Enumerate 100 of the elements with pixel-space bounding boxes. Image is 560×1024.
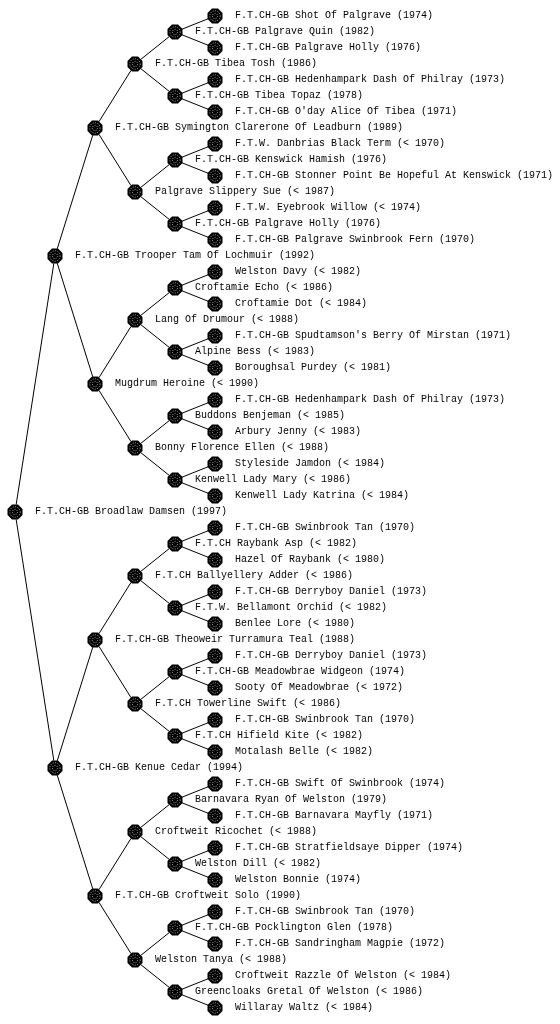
connector-line <box>140 324 170 348</box>
connector-line <box>98 581 132 635</box>
connector-line <box>181 226 209 238</box>
name-label: F.T.CH-GB Tibea Tosh (1986) <box>155 58 318 70</box>
connector-line <box>140 804 170 828</box>
name-label: F.T.CH-GB Stratfieldsaye Dipper (1974) <box>235 842 464 854</box>
name-label: Croftamie Dot (< 1984) <box>235 298 368 310</box>
connector-line <box>181 274 209 286</box>
name-label: Lang Of Drumour (< 1988) <box>155 314 300 326</box>
name-label: F.T.CH Towerline Swift (< 1986) <box>155 698 342 710</box>
connector-line <box>56 262 94 378</box>
name-label: F.T.CH Hifield Kite (< 1982) <box>195 730 364 742</box>
name-label: F.T.CH Ballyellery Adder (< 1986) <box>155 570 354 582</box>
connector-line <box>98 325 132 379</box>
connector-line <box>140 548 170 572</box>
name-label: F.T.CH-GB Shot Of Palgrave (1974) <box>235 10 434 22</box>
name-label: Buddons Benjeman (< 1985) <box>195 410 346 422</box>
name-label: Croftweit Ricochet (< 1988) <box>155 826 318 838</box>
name-label: F.T.CH-GB Meadowbrae Widgeon (1974) <box>195 666 406 678</box>
connector-line <box>181 930 209 942</box>
name-label: Willaray Waltz (< 1984) <box>235 1002 374 1014</box>
connector-line <box>181 738 209 750</box>
connector-line <box>98 389 132 443</box>
connector-line <box>181 290 209 302</box>
name-label: F.T.CH-GB O'day Alice Of Tibea (1971) <box>235 106 458 118</box>
connector-line <box>181 530 209 542</box>
name-label: Sooty Of Meadowbrae (< 1972) <box>235 682 404 694</box>
name-label: F.T.CH-GB Derryboy Daniel (1973) <box>235 650 428 662</box>
name-label: F.T.CH-GB Tibea Topaz (1978) <box>195 90 364 102</box>
connector-line <box>140 36 170 60</box>
name-label: F.T.CH-GB Symington Clarerone Of Leadburn (1989) <box>115 122 404 134</box>
name-label: Barnavara Ryan Of Welston (1979) <box>195 794 388 806</box>
name-label: F.T.CH-GB Pocklington Glen (1978) <box>195 922 394 934</box>
name-label: Bonny Florence Ellen (< 1988) <box>155 442 330 454</box>
connector-line <box>181 210 209 222</box>
name-label: F.T.W. Danbrias Black Term (< 1970) <box>235 138 446 150</box>
connector-line <box>98 645 132 699</box>
connector-line <box>98 901 132 955</box>
connector-line <box>140 836 170 860</box>
connector-line <box>140 292 170 316</box>
connector-line <box>181 162 209 174</box>
connector-line <box>140 452 170 476</box>
connector-line <box>181 722 209 734</box>
name-label: F.T.CH-GB Swift Of Swinbrook (1974) <box>235 778 446 790</box>
name-label: F.T.CH-GB Swinbrook Tan (1970) <box>235 522 416 534</box>
name-label: Croftweit Razzle Of Welston (< 1984) <box>235 970 452 982</box>
name-label: Palgrave Slippery Sue (< 1987) <box>155 186 336 198</box>
connector-line <box>181 658 209 670</box>
connector-line <box>181 338 209 350</box>
name-label: Greencloaks Gretal Of Welston (< 1986) <box>195 986 424 998</box>
name-label: F.T.CH-GB Palgrave Swinbrook Fern (1970) <box>235 234 476 246</box>
connector-line <box>181 98 209 110</box>
connector-line <box>181 786 209 798</box>
name-label: F.T.CH Raybank Asp (< 1982) <box>195 538 358 550</box>
name-label: F.T.CH-GB Hedenhampark Dash Of Philray (1973) <box>235 74 506 86</box>
connector-line <box>15 518 55 762</box>
name-label: F.T.CH-GB Stonner Point Be Hopeful At Kenswick (1971) <box>235 170 554 182</box>
connector-line <box>181 802 209 814</box>
name-label: F.T.CH-GB Sandringham Magpie (1972) <box>235 938 446 950</box>
connector-line <box>56 774 94 890</box>
connector-line <box>181 914 209 926</box>
connector-line <box>181 850 209 862</box>
name-label: Mugdrum Heroine (< 1990) <box>115 378 260 390</box>
name-label: F.T.CH-GB Hedenhampark Dash Of Philray (1973) <box>235 394 506 406</box>
connector-line <box>181 994 209 1006</box>
connector-line <box>181 674 209 686</box>
connector-line <box>181 978 209 990</box>
name-label: F.T.W. Bellamont Orchid (< 1982) <box>195 602 388 614</box>
connector-line <box>140 420 170 444</box>
name-label: Welston Bonnie (1974) <box>235 874 362 886</box>
connector-line <box>181 610 209 622</box>
connector-line <box>181 418 209 430</box>
connector-line <box>181 82 209 94</box>
name-label: Styleside Jamdon (< 1984) <box>235 458 386 470</box>
name-label: F.T.CH-GB Swinbrook Tan (1970) <box>235 906 416 918</box>
name-label: Croftamie Echo (< 1986) <box>195 282 334 294</box>
connector-line <box>181 546 209 558</box>
connector-line <box>98 133 132 187</box>
name-label: F.T.CH-GB Broadlaw Damsen (1997) <box>35 506 228 518</box>
connector-line <box>56 646 94 762</box>
connector-line <box>181 466 209 478</box>
name-label: F.T.CH-GB Derryboy Daniel (1973) <box>235 586 428 598</box>
name-label: Welston Dill (< 1982) <box>195 858 322 870</box>
name-label: Boroughsal Purdey (< 1981) <box>235 362 392 374</box>
name-label: F.T.CH-GB Theoweir Turramura Teal (1988) <box>115 634 356 646</box>
name-label: F.T.CH-GB Palgrave Holly (1976) <box>195 218 382 230</box>
name-label: Kenwell Lady Katrina (< 1984) <box>235 490 410 502</box>
connector-line <box>181 34 209 46</box>
connector-line <box>181 402 209 414</box>
name-label: Alpine Bess (< 1983) <box>195 346 316 358</box>
name-label: F.T.CH-GB Trooper Tam Of Lochmuir (1992) <box>75 250 316 262</box>
connector-line <box>181 146 209 158</box>
connector-line <box>140 676 170 700</box>
name-label: F.T.CH-GB Barnavara Mayfly (1971) <box>235 810 434 822</box>
connector-line <box>140 580 170 604</box>
name-label: Kenwell Lady Mary (< 1986) <box>195 474 352 486</box>
connector-line <box>140 196 170 220</box>
connector-line <box>140 68 170 92</box>
name-label: F.T.CH-GB Palgrave Holly (1976) <box>235 42 422 54</box>
name-label: F.T.CH-GB Kenue Cedar (1994) <box>75 762 244 774</box>
